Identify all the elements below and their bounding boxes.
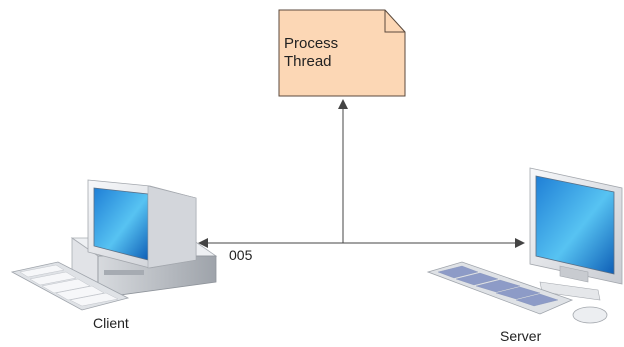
note-shape — [278, 9, 406, 97]
note-fold — [384, 10, 405, 33]
note-line-2: Thread — [284, 53, 332, 70]
server-computer-icon[interactable]: Server — [426, 167, 623, 344]
server-label: Server — [500, 328, 542, 344]
server-keyboard-keys — [437, 265, 559, 307]
server-screen — [535, 175, 615, 275]
connector-group[interactable]: 005 — [198, 99, 525, 263]
note-line-1: Process — [284, 35, 338, 52]
server-monitor-base — [539, 281, 601, 301]
connector-label: 005 — [229, 247, 253, 263]
client-monitor-back — [147, 185, 197, 269]
client-drive-slot — [104, 270, 144, 275]
client-computer-icon[interactable]: Client — [10, 179, 218, 331]
client-keyboard-keys — [19, 264, 119, 307]
process-thread-note[interactable]: Process Thread — [278, 9, 406, 97]
server-mouse — [572, 306, 608, 324]
client-label: Client — [93, 315, 129, 331]
server-monitor-stand — [559, 265, 589, 283]
